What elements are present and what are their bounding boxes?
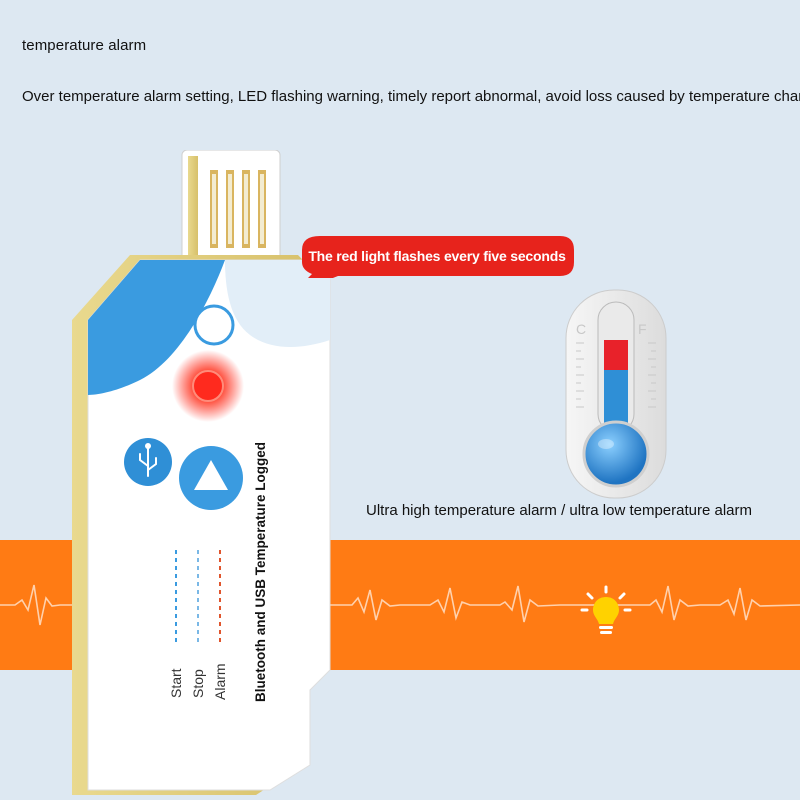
- heartbeat-line: [0, 584, 800, 626]
- svg-text:C: C: [576, 321, 586, 337]
- alarm-caption: Ultra high temperature alarm / ultra low…: [366, 502, 752, 519]
- callout-bubble: [302, 236, 574, 278]
- legend-start: Start: [168, 668, 184, 698]
- legend-stop: Stop: [190, 669, 206, 698]
- usb-logger-device: [72, 150, 331, 795]
- page-title: temperature alarm: [22, 37, 147, 54]
- callout-text: The red light flashes every five seconds: [308, 248, 566, 264]
- page-description: Over temperature alarm setting, LED flas…: [22, 88, 800, 105]
- lightbulb-icon: [580, 585, 632, 634]
- device-label: Bluetooth and USB Temperature Logged: [253, 441, 268, 702]
- legend-alarm: Alarm: [212, 663, 228, 700]
- thermometer-icon: C F: [565, 289, 667, 499]
- svg-text:F: F: [638, 321, 647, 337]
